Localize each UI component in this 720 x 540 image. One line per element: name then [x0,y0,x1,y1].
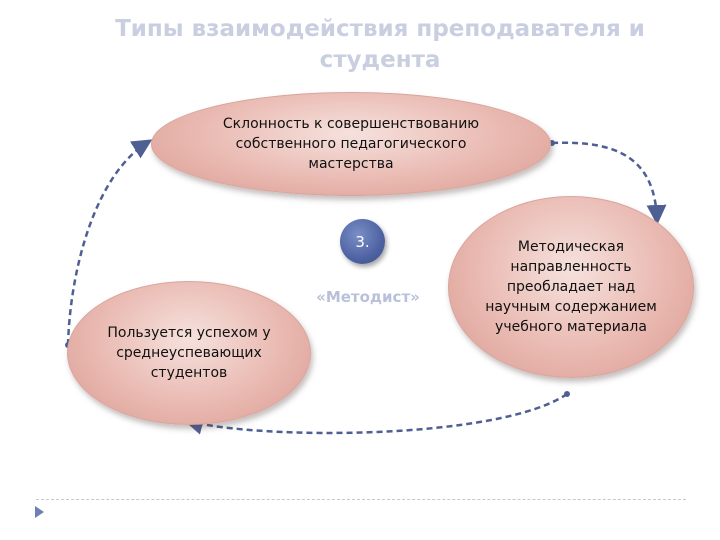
arrow-left-to-top [66,139,153,346]
node-methodical-focus-label: Методическая направленность преобладает … [485,239,657,335]
node-average-students: Пользуется успехом у среднеуспевающих ст… [67,281,311,425]
arrow-top-to-right [551,141,667,225]
footer-divider [36,499,686,500]
role-label: «Методист» [316,288,420,306]
node-methodical-focus: Методическая направленность преобладает … [448,196,694,378]
node-average-students-label: Пользуется успехом у среднеуспевающих ст… [107,325,271,381]
diagram-title: Типы взаимодействия преподавателя и студ… [115,16,645,73]
number-badge: 3. [340,219,385,264]
arrow-right-to-left [183,392,568,435]
node-self-improvement-label: Склонность к совершенствованию собственн… [222,116,480,172]
node-self-improvement: Склонность к совершенствованию собственн… [151,92,551,196]
triangle-bullet-icon [35,506,44,518]
